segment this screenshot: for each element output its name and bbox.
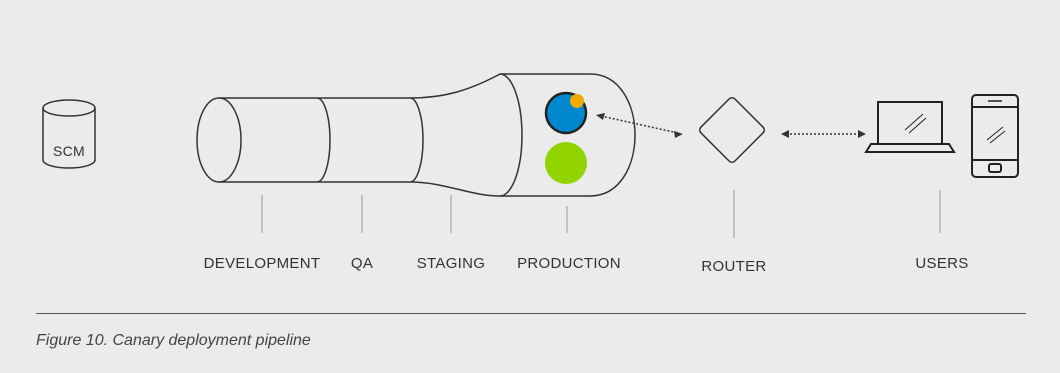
router-diamond-icon <box>698 96 766 164</box>
pipeline-tube <box>196 73 636 197</box>
router-label: ROUTER <box>701 258 767 275</box>
stable-instance <box>545 142 587 184</box>
canary-marker <box>570 94 584 108</box>
database-icon <box>42 99 96 169</box>
stage-label-qa: QA <box>350 255 374 272</box>
scm-label: SCM <box>52 143 86 159</box>
figure-caption: Figure 10. Canary deployment pipeline <box>36 332 311 349</box>
stage-label-staging: STAGING <box>416 255 486 272</box>
phone-icon <box>971 94 1019 178</box>
caption-divider <box>36 313 1026 314</box>
stage-ticks <box>261 190 941 238</box>
development-qa-divider <box>316 97 331 183</box>
staging-production-divider <box>499 73 523 197</box>
stage-label-production: PRODUCTION <box>517 255 621 272</box>
qa-staging-divider <box>409 97 424 183</box>
users-label: USERS <box>915 255 969 272</box>
arrowheads <box>596 113 866 138</box>
production-router-connection <box>600 115 679 134</box>
stage-label-development: DEVELOPMENT <box>203 255 321 272</box>
laptop-icon <box>864 101 956 153</box>
production-instances <box>544 91 588 184</box>
